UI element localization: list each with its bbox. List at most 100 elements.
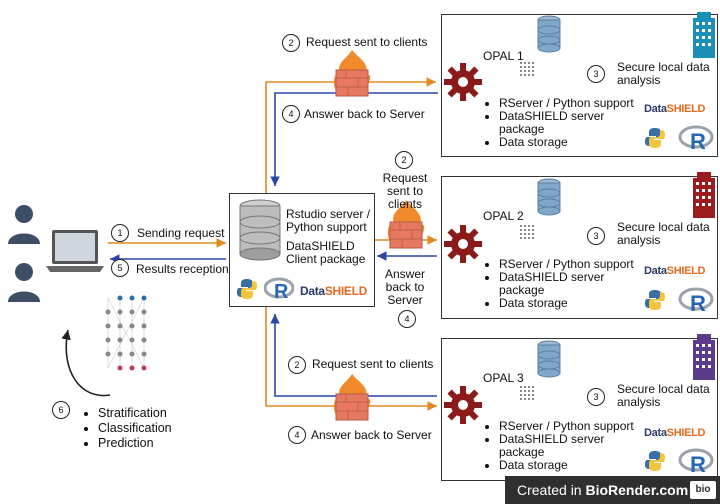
step-3-badge: 3 — [587, 227, 605, 245]
step-1-badge: 1 — [111, 224, 129, 242]
bullet-item: RServer / Python support — [499, 258, 634, 271]
step-2-badge: 2 — [282, 34, 300, 52]
opal-panel — [441, 176, 718, 319]
gear-icon — [444, 63, 482, 101]
step-4-badge: 4 — [282, 105, 300, 123]
step-6-badge: 6 — [52, 401, 70, 419]
step-2-badge: 2 — [288, 356, 306, 374]
firewall-icon — [333, 50, 371, 97]
step-4-badge: 4 — [288, 426, 306, 444]
firewall-icon — [333, 374, 371, 421]
ml-output-item: Stratification — [98, 406, 172, 421]
analysis-label: analysis — [617, 73, 661, 87]
step-4-badge: 4 — [398, 310, 416, 328]
bullet-item: RServer / Python support — [499, 97, 634, 110]
bullet-item: package — [499, 445, 545, 459]
opal-bullets: RServer / Python support DataSHIELD serv… — [485, 97, 634, 149]
python-logo-icon — [645, 290, 665, 310]
answer-back-label: back to — [385, 280, 425, 294]
server-title-line: DataSHIELD — [286, 239, 355, 253]
answer-back-label: Answer back to Server — [304, 107, 425, 121]
opal-panel — [441, 14, 718, 157]
bullet-item: package — [499, 122, 545, 136]
bullet-item: Data storage — [499, 459, 634, 472]
bio-mark: bio — [690, 481, 716, 499]
python-logo-icon — [237, 279, 257, 299]
opal-name: OPAL 1 — [483, 49, 524, 63]
opal-bullets: RServer / Python support DataSHIELD serv… — [485, 258, 634, 310]
ml-output-item: Prediction — [98, 436, 172, 451]
svg-text:R: R — [690, 291, 706, 314]
request-sent-label: Request sent to clients — [306, 35, 428, 49]
user-icons — [8, 205, 40, 302]
data-grid-icon — [520, 62, 534, 76]
database-icon — [537, 15, 561, 53]
badge-brand: BioRender.com — [585, 482, 689, 498]
svg-text:R: R — [274, 281, 289, 302]
biorender-badge[interactable]: Created in BioRender.com bio — [505, 476, 720, 504]
step-3-badge: 3 — [587, 65, 605, 83]
bullet-item: package — [499, 283, 545, 297]
ml-outputs: Stratification Classification Prediction — [84, 406, 172, 451]
step-3-badge: 3 — [587, 388, 605, 406]
svg-text:R: R — [690, 452, 706, 475]
opal-name: OPAL 3 — [483, 371, 524, 385]
bullet-item: DataSHIELD server — [499, 110, 634, 123]
opal-bullets: RServer / Python support DataSHIELD serv… — [485, 420, 634, 472]
opal-name: OPAL 2 — [483, 209, 524, 223]
sending-request-label: Sending request — [137, 226, 225, 240]
analysis-label: Secure local data — [617, 60, 710, 74]
datashield-logo: DataSHIELD — [300, 284, 368, 298]
gear-icon — [444, 225, 482, 263]
request-sent-label: sent to — [386, 184, 424, 198]
building-icon — [693, 12, 715, 58]
user-icon — [8, 263, 40, 302]
building-icon — [693, 172, 715, 218]
bullet-item: Data storage — [499, 297, 634, 310]
server-database-icon — [239, 199, 281, 261]
bullet-item: DataSHIELD server — [499, 433, 634, 446]
r-logo-icon: R — [264, 277, 294, 302]
request-sent-label: Request — [382, 171, 428, 185]
data-grid-icon — [520, 225, 534, 239]
laptop-icon — [46, 230, 104, 272]
bullet-item: Data storage — [499, 136, 634, 149]
firewall-icon — [387, 200, 425, 249]
analysis-label: analysis — [617, 395, 661, 409]
step-2-badge: 2 — [395, 151, 413, 169]
request-sent-label: clients — [387, 197, 422, 211]
data-grid-icon — [520, 386, 534, 400]
answer-back-label: Answer — [384, 267, 425, 281]
database-icon — [537, 340, 561, 378]
bullet-item: DataSHIELD server — [499, 271, 634, 284]
step-5-badge: 5 — [111, 259, 129, 277]
neural-network-icon — [105, 295, 147, 371]
gear-icon — [444, 386, 482, 424]
building-icon — [693, 334, 715, 380]
server-title-line: Python support — [286, 220, 367, 234]
datashield-logo: DataSHIELD — [644, 103, 706, 115]
request-sent-label: Request sent to clients — [312, 357, 434, 371]
svg-text:R: R — [690, 129, 706, 152]
server-title-line: Client package — [286, 252, 366, 266]
analysis-label: Secure local data — [617, 382, 710, 396]
user-icon — [8, 205, 40, 244]
r-logo-icon: R — [678, 125, 714, 152]
analysis-label: analysis — [617, 233, 661, 247]
r-logo-icon: R — [678, 448, 714, 475]
badge-prefix: Created in — [517, 482, 586, 498]
ml-output-item: Classification — [98, 421, 172, 436]
central-server-box: Rstudio server / Python support DataSHIE… — [229, 193, 375, 307]
datashield-logo: DataSHIELD — [644, 427, 706, 439]
datashield-logo: DataSHIELD — [644, 265, 706, 277]
analysis-label: Secure local data — [617, 220, 710, 234]
opal-panel — [441, 338, 718, 481]
results-reception-label: Results reception — [136, 262, 229, 276]
server-title-line: Rstudio server / — [286, 207, 371, 221]
bullet-item: RServer / Python support — [499, 420, 634, 433]
python-logo-icon — [645, 128, 665, 148]
answer-back-label: Server — [387, 293, 423, 307]
answer-back-label: Answer back to Server — [311, 428, 432, 442]
database-icon — [537, 178, 561, 216]
python-logo-icon — [645, 451, 665, 471]
